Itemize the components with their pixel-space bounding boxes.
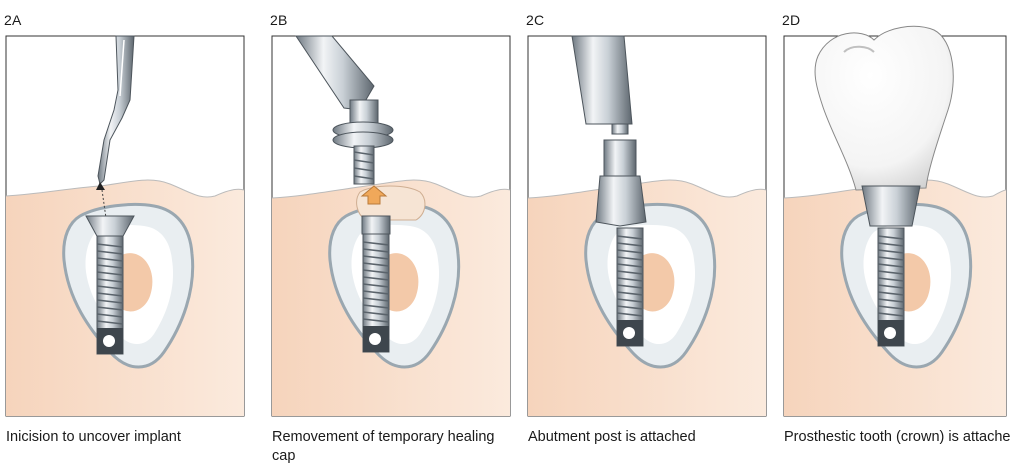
implant-screw-icon bbox=[878, 228, 904, 346]
panel-2a: 2A Inicision to uncover implant bbox=[0, 0, 240, 464]
panel-label-2c: 2C bbox=[526, 12, 544, 28]
panel-label-2b: 2B bbox=[270, 12, 288, 28]
panel-2d: 2D Prosthestic tooth (crown) is attached bbox=[778, 0, 1010, 464]
panel-2c: 2C Abutment post is attached bbox=[522, 0, 762, 464]
caption-2a: Inicision to uncover implant bbox=[6, 428, 242, 447]
panel-label-2a: 2A bbox=[4, 12, 22, 28]
caption-2b: Removement of temporary healing cap bbox=[272, 428, 508, 466]
abutment-illustration bbox=[522, 0, 772, 464]
caption-2c: Abutment post is attached bbox=[528, 428, 764, 447]
panel-2b: 2B Removement of temporary healing cap bbox=[266, 0, 506, 464]
implant-screw-icon bbox=[362, 216, 390, 352]
crown-illustration bbox=[778, 0, 1010, 464]
abutment-post-icon bbox=[862, 186, 920, 226]
caption-2d: Prosthestic tooth (crown) is attached bbox=[784, 428, 1010, 447]
panel-label-2d: 2D bbox=[782, 12, 800, 28]
incision-illustration bbox=[0, 0, 250, 464]
implant-screw-icon bbox=[617, 228, 643, 346]
healing-cap-illustration bbox=[266, 0, 516, 464]
